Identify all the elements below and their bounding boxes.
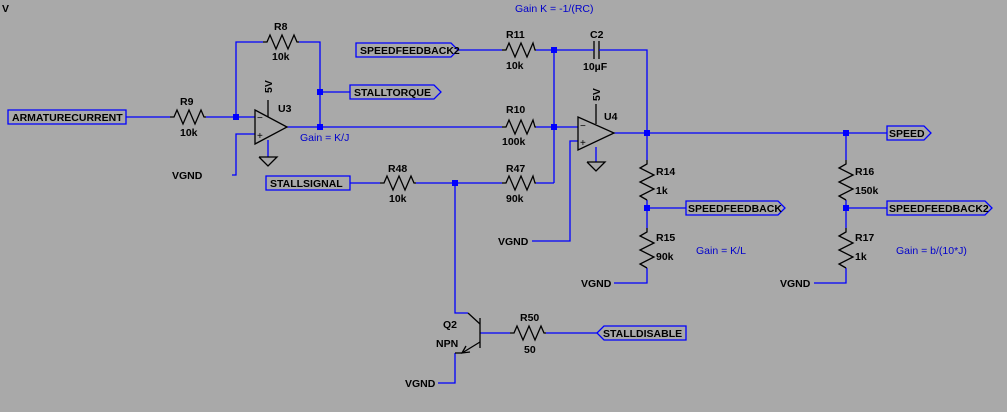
r47-value: 90k	[506, 193, 524, 205]
resistor-r16[interactable]: R16 150k	[837, 160, 879, 201]
u4-plus-sign: +	[580, 138, 586, 149]
r47-ref: R47	[506, 163, 525, 175]
junction-dot	[452, 180, 458, 186]
stalltorque-text: STALLTORQUE	[354, 87, 431, 99]
resistor-r9[interactable]: R9 10k	[170, 96, 206, 139]
r8-value: 10k	[272, 51, 290, 63]
corner-text: V	[2, 3, 9, 15]
net-label-stallsignal[interactable]: STALLSIGNAL	[265, 175, 351, 191]
c2-ref: C2	[590, 29, 604, 41]
note-gain-r17: Gain = b/(10*J)	[896, 245, 967, 257]
r14-ref: R14	[656, 166, 675, 178]
ground-symbol	[586, 161, 607, 172]
r15-ref: R15	[656, 232, 675, 244]
q2-ref: Q2	[443, 319, 457, 331]
junction-dot	[317, 89, 323, 95]
note-gain-u3: Gain = K/J	[300, 132, 349, 144]
r11-value: 10k	[506, 60, 524, 72]
q2-type: NPN	[436, 338, 458, 350]
u3-minus-sign: −	[257, 113, 263, 124]
c2-value: 10µF	[583, 61, 608, 73]
r17-ref: R17	[855, 232, 874, 244]
note-gain-k: Gain K = -1/(RC)	[515, 3, 593, 15]
resistor-r10[interactable]: R10 100k	[502, 104, 536, 148]
vgnd-label-r17: VGND	[780, 278, 811, 290]
net-label-speedfeedback2-in[interactable]: SPEEDFEEDBACK2	[355, 42, 460, 58]
vgnd-label-q2: VGND	[405, 378, 436, 390]
junctions	[233, 47, 849, 211]
speedfeedback2-out-text: SPEEDFEEDBACK2	[889, 203, 989, 215]
net-label-stalldisable[interactable]: STALLDISABLE	[596, 325, 687, 341]
armaturecurrent-text: ARMATURECURRENT	[12, 112, 123, 124]
u3-plus-sign: +	[257, 131, 263, 142]
resistor-r15[interactable]: R15 90k	[638, 228, 675, 269]
u3-supply: 5V	[263, 80, 275, 93]
u4-supply: 5V	[591, 88, 603, 101]
r48-value: 10k	[389, 193, 407, 205]
r16-value: 150k	[855, 185, 879, 197]
stalldisable-text: STALLDISABLE	[603, 328, 682, 340]
r10-ref: R10	[506, 104, 525, 116]
net-label-speedfeedback2-out[interactable]: SPEEDFEEDBACK2	[886, 200, 993, 216]
junction-dot	[644, 130, 650, 136]
transistor-q2[interactable]: Q2 NPN	[436, 312, 481, 354]
resistor-r50[interactable]: R50 50	[510, 312, 546, 356]
vgnd-label-u4: VGND	[498, 236, 529, 248]
r50-value: 50	[524, 344, 536, 356]
resistor-r48[interactable]: R48 10k	[380, 163, 416, 205]
junction-dot	[317, 124, 323, 130]
r10-value: 100k	[502, 136, 526, 148]
r16-ref: R16	[855, 166, 874, 178]
r48-ref: R48	[388, 163, 407, 175]
r50-ref: R50	[520, 312, 539, 324]
r14-value: 1k	[656, 185, 668, 197]
junction-dot	[644, 205, 650, 211]
junction-dot	[551, 47, 557, 53]
r8-ref: R8	[274, 21, 288, 33]
net-label-stalltorque[interactable]: STALLTORQUE	[349, 84, 442, 100]
ground-symbol	[258, 156, 279, 167]
net-label-armaturecurrent[interactable]: ARMATURECURRENT	[7, 109, 127, 125]
stallsignal-text: STALLSIGNAL	[270, 178, 343, 190]
r17-value: 1k	[855, 251, 867, 263]
resistor-r47[interactable]: R47 90k	[502, 163, 536, 205]
vgnd-label-r15: VGND	[581, 278, 612, 290]
junction-dot	[551, 124, 557, 130]
junction-dot	[843, 205, 849, 211]
r15-value: 90k	[656, 251, 674, 263]
capacitor-c2[interactable]: C2 10µF	[583, 29, 608, 73]
r9-ref: R9	[180, 96, 194, 108]
speedfeedback2-in-text: SPEEDFEEDBACK2	[360, 45, 460, 57]
u3-ref: U3	[278, 103, 292, 115]
resistor-r8[interactable]: R8 10k	[263, 21, 299, 63]
r9-value: 10k	[180, 127, 198, 139]
resistor-r17[interactable]: R17 1k	[837, 228, 874, 269]
speed-text: SPEED	[889, 128, 925, 140]
opamp-u4[interactable]: − + 5V U4	[577, 88, 618, 172]
junction-dot	[843, 130, 849, 136]
u4-minus-sign: −	[580, 121, 586, 132]
opamp-u3[interactable]: − + 5V U3	[254, 80, 292, 167]
r11-ref: R11	[506, 29, 525, 41]
junction-dot	[233, 114, 239, 120]
u4-ref: U4	[604, 111, 618, 123]
note-gain-r15: Gain = K/L	[696, 245, 746, 257]
resistor-r14[interactable]: R14 1k	[638, 160, 675, 201]
net-label-speedfeedback[interactable]: SPEEDFEEDBACK	[685, 200, 786, 216]
speedfeedback-text: SPEEDFEEDBACK	[688, 203, 782, 215]
resistor-r11[interactable]: R11 10k	[502, 29, 536, 72]
vgnd-label-u3: VGND	[172, 170, 203, 182]
net-label-speed[interactable]: SPEED	[886, 125, 932, 141]
